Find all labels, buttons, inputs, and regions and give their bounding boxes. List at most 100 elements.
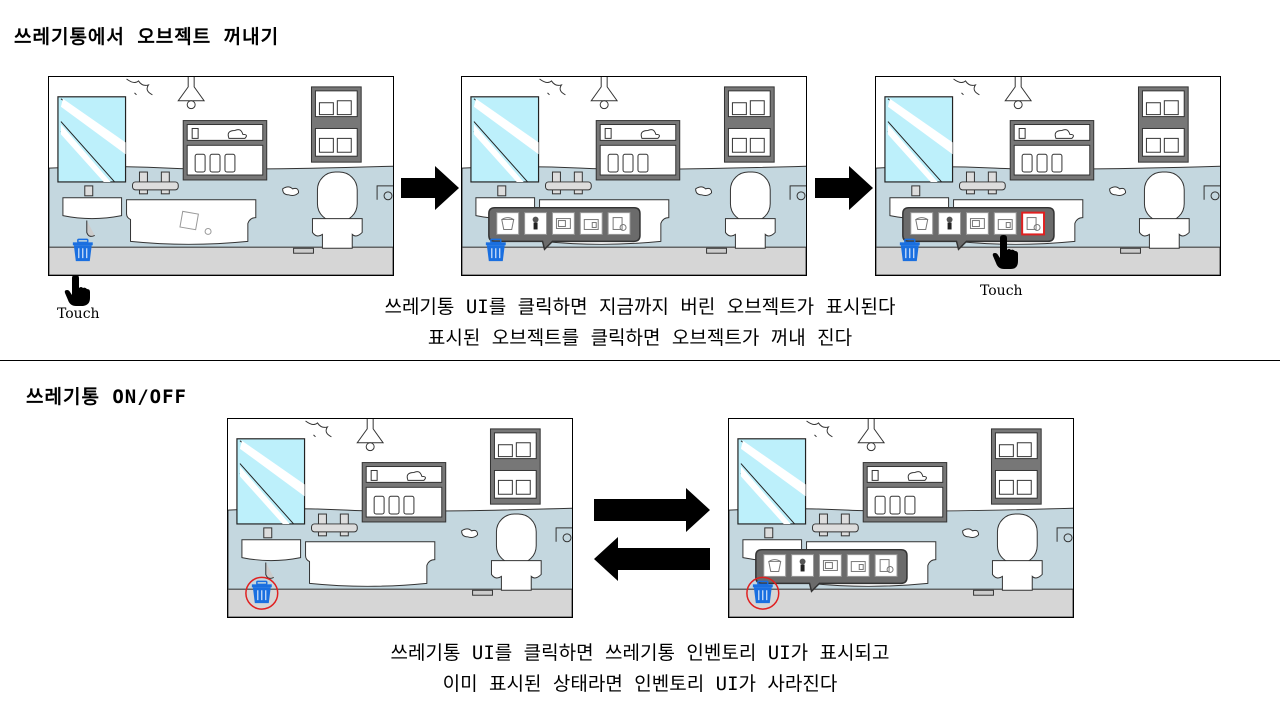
pointing-hand-icon [992, 235, 1018, 269]
trash-inventory-popup [755, 548, 908, 593]
shelf-right [1137, 86, 1189, 163]
touch-label: Touch [980, 283, 1023, 299]
shelf-center [1009, 120, 1095, 181]
inventory-slot-box[interactable] [846, 554, 870, 577]
inventory-slot-cup[interactable] [1021, 211, 1046, 236]
trash-can-icon[interactable] [251, 580, 272, 604]
trash-can-icon[interactable] [72, 238, 93, 262]
toilet-paper-holder [789, 185, 806, 201]
ceiling-lamp [590, 77, 619, 110]
shelf-right [990, 428, 1042, 505]
ceiling-lamp [1004, 77, 1033, 110]
scene-panel-step-2 [461, 76, 807, 276]
trash-can-icon[interactable] [752, 580, 773, 604]
inventory-slot-figure[interactable] [524, 212, 548, 235]
floor-drain [973, 589, 994, 596]
caption-line: 쓰레기통 UI를 클릭하면 쓰레기통 인벤토리 UI가 표시되고 [390, 642, 890, 664]
trash-inventory-popup [488, 206, 641, 251]
wall-stain [461, 528, 479, 538]
bathroom-scene [462, 77, 806, 275]
floor-drain [472, 589, 493, 596]
inventory-slot-bucket[interactable] [496, 212, 520, 235]
shelf-center [595, 120, 681, 181]
caption-line: 쓰레기통 UI를 클릭하면 지금까지 버린 오브젝트가 표시된다 [384, 296, 896, 318]
arrow-right-icon [815, 166, 873, 210]
mirror [57, 96, 127, 183]
ceiling-lamp [857, 419, 886, 452]
inventory-slot-tv[interactable] [551, 212, 575, 235]
toilet-paper-holder [555, 527, 572, 543]
scene-panel-on [728, 418, 1074, 618]
mirror [884, 96, 954, 183]
bathroom-scene [876, 77, 1220, 275]
floor-drain [293, 247, 314, 254]
wall-crack [806, 420, 833, 438]
inventory-slot-figure[interactable] [791, 554, 815, 577]
floor-drain [1120, 247, 1141, 254]
section-title-on-off: 쓰레기통 ON/OFF [26, 386, 187, 408]
inventory-slot-tv[interactable] [965, 212, 989, 235]
shelf-right [723, 86, 775, 163]
caption-line: 이미 표시된 상태라면 인벤토리 UI가 사라진다 [442, 673, 838, 695]
pointing-hand-icon [64, 275, 90, 306]
trash-can-icon[interactable] [485, 238, 506, 262]
toilet [311, 171, 363, 249]
bathroom-scene [49, 77, 393, 275]
trash-can-icon[interactable] [899, 238, 920, 262]
scene-panel-step-3 [875, 76, 1221, 276]
section-title-take-out: 쓰레기통에서 오브젝트 꺼내기 [14, 26, 280, 48]
toilet [724, 171, 776, 249]
section-divider [0, 360, 1280, 361]
toilet [991, 513, 1043, 591]
wall-stain [282, 186, 300, 196]
wall-crack [539, 78, 566, 96]
shelf-center [361, 462, 447, 523]
shelf-right [310, 86, 362, 163]
wall-crack [126, 78, 153, 96]
toilet-paper-holder [376, 185, 393, 201]
sink [241, 527, 302, 579]
ceiling-lamp [356, 419, 385, 452]
inventory-slot-bucket[interactable] [910, 212, 934, 235]
inventory-slot-tv[interactable] [818, 554, 842, 577]
wall-stain [962, 528, 980, 538]
mirror [236, 438, 306, 525]
dropped-object [179, 210, 212, 235]
sink [62, 185, 123, 237]
inventory-slot-figure[interactable] [938, 212, 962, 235]
mirror [737, 438, 807, 525]
inventory-slot-bucket[interactable] [763, 554, 787, 577]
caption-line: 표시된 오브젝트를 클릭하면 오브젝트가 꺼내 진다 [427, 327, 853, 349]
faucet-pipes [132, 171, 179, 195]
inventory-slot-cup[interactable] [607, 212, 631, 235]
toilet-paper-holder [1203, 185, 1220, 201]
trash-highlight-ring [245, 576, 279, 610]
inventory-slot-cup[interactable] [874, 554, 898, 577]
caption-take-out: 쓰레기통 UI를 클릭하면 지금까지 버린 오브젝트가 표시된다 표시된 오브젝… [300, 292, 980, 354]
shelf-right [489, 428, 541, 505]
faucet-pipes [311, 513, 358, 537]
trash-inventory-popup [902, 206, 1055, 251]
wall-stain [695, 186, 713, 196]
bathtub [305, 541, 436, 587]
arrow-right-icon [401, 166, 459, 210]
caption-on-off: 쓰레기통 UI를 클릭하면 쓰레기통 인벤토리 UI가 표시되고 이미 표시된 … [300, 638, 980, 700]
toilet [1138, 171, 1190, 249]
wall-crack [305, 420, 332, 438]
bathroom-scene [228, 419, 572, 617]
toilet [490, 513, 542, 591]
shelf-center [862, 462, 948, 523]
mirror [470, 96, 540, 183]
inventory-slot-box[interactable] [993, 212, 1017, 235]
arrow-left-icon [594, 537, 710, 581]
inventory-slot-box[interactable] [579, 212, 603, 235]
wall-crack [953, 78, 980, 96]
arrow-right-icon [594, 488, 710, 532]
wall-stain [1109, 186, 1127, 196]
toilet-paper-holder [1056, 527, 1073, 543]
bathtub [126, 199, 257, 245]
floor-drain [706, 247, 727, 254]
shelf-center [182, 120, 268, 181]
touch-label: Touch [57, 306, 100, 322]
faucet-pipes [812, 513, 859, 537]
